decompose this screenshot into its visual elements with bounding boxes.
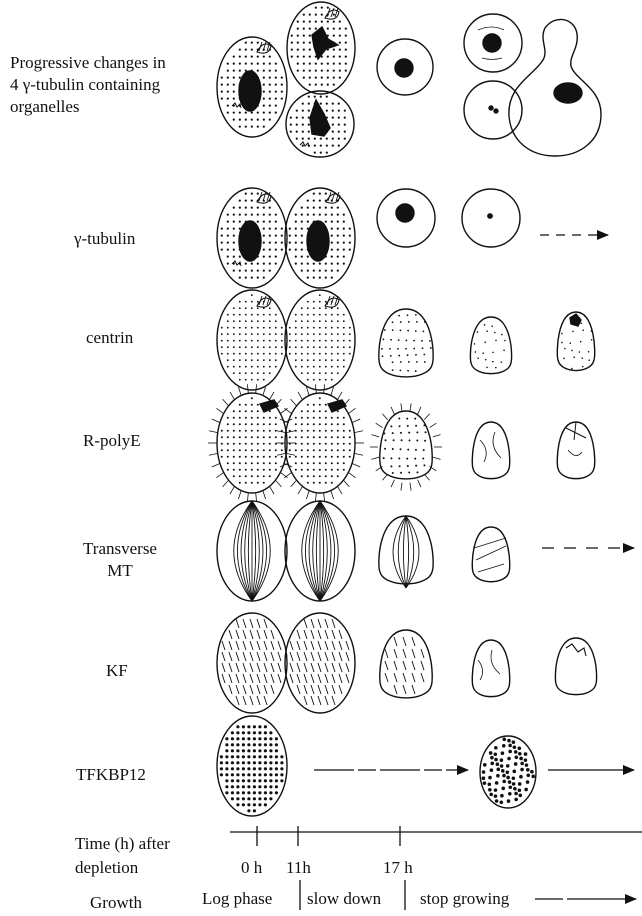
kf-cell-5 [555,638,596,695]
progressive-cell-2a [287,2,355,94]
kf-cell-3 [380,630,432,698]
centrin-cell-2 [285,290,355,390]
progressive-cell-4b [464,81,522,139]
progressive-cell-3 [377,39,433,95]
progressive-cell-1 [217,37,287,137]
transverse-cell-1 [217,501,287,601]
progressive-cell-5 [509,19,601,156]
rpolye-cell-4 [472,422,509,479]
tfkbp-cell-1 [217,716,287,816]
transverse-cell-4 [472,527,509,582]
progressive-cell-4a [464,14,522,72]
gamma-cell-2 [285,188,355,288]
centrin-cell-3 [379,309,433,377]
transverse-cell-3 [379,516,433,588]
centrin-cell-1 [217,290,287,390]
kf-cell-4 [472,640,509,697]
gamma-cell-3 [377,189,435,247]
centrin-cell-5 [557,312,594,371]
rpolye-cell-5 [557,422,594,479]
kf-cell-1 [217,613,287,713]
gamma-cell-1 [217,188,287,288]
tfkbp-cell-2 [480,736,536,808]
progressive-cell-2b [286,91,354,157]
transverse-cell-2 [285,501,355,601]
centrin-cell-4 [470,317,511,374]
kf-cell-2 [285,613,355,713]
gamma-cell-4 [462,189,520,247]
rpolye-cell-3 [370,403,442,490]
rpolye-cell-2 [276,384,364,501]
